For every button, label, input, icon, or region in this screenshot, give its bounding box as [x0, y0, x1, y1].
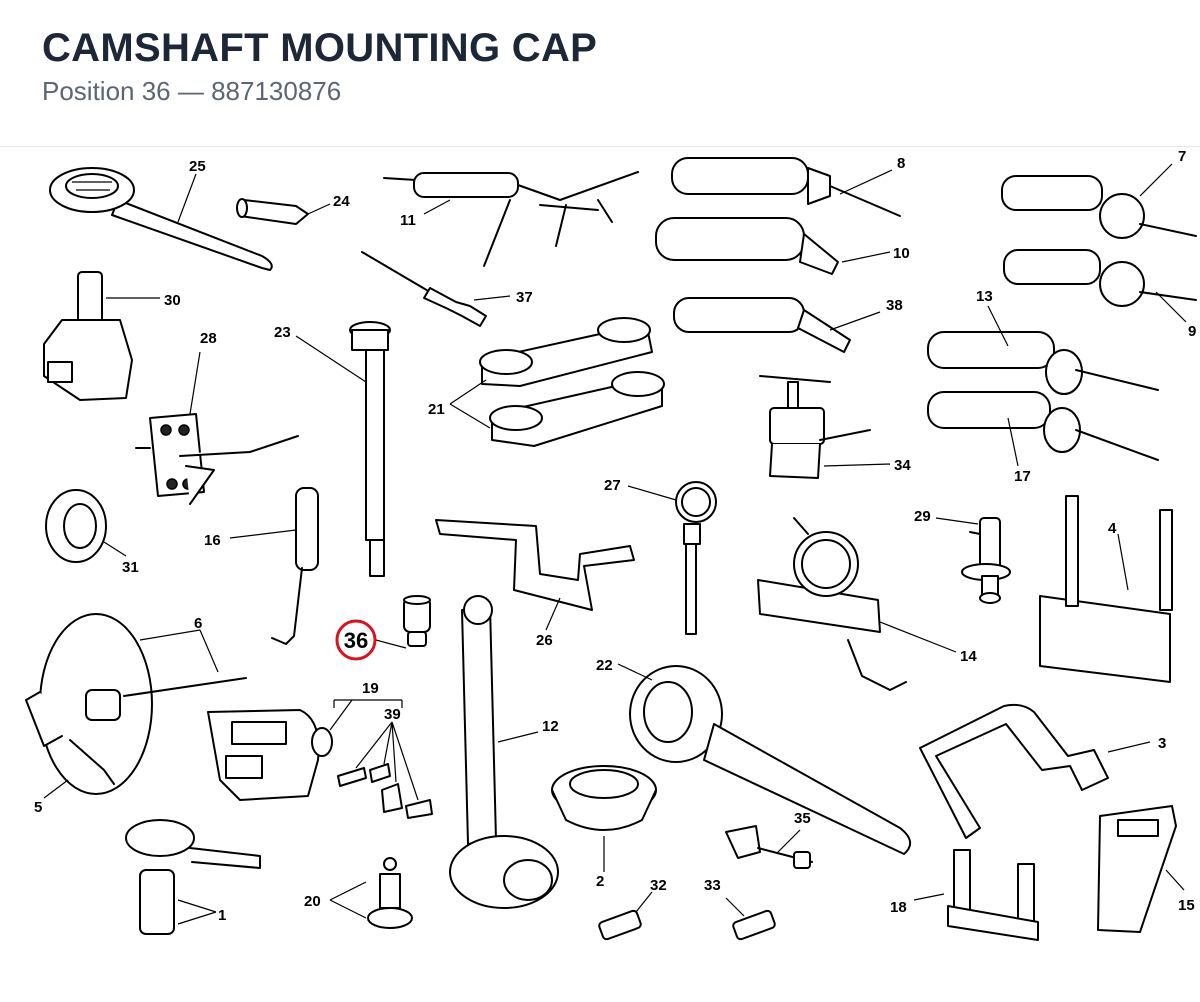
part-11-t-handle-tool[interactable] — [383, 171, 639, 267]
callout-13: 13 — [976, 288, 993, 305]
part-8-long-bar[interactable] — [671, 157, 901, 217]
callout-9: 9 — [1188, 323, 1196, 340]
exploded-parts-diagram: 25 24 11 37 8 10 38 — [25, 148, 1197, 941]
part-27-dial-gauge[interactable] — [675, 481, 717, 635]
part-25-ring-spanner[interactable] — [49, 167, 273, 271]
part-19-gauge-unit[interactable] — [207, 709, 333, 801]
callout-19: 19 — [362, 680, 379, 697]
callout-22: 22 — [596, 657, 613, 674]
callout-1: 1 — [218, 907, 226, 924]
part-15-tester[interactable] — [1097, 805, 1177, 933]
callout-2: 2 — [596, 873, 604, 890]
part-7-drift[interactable] — [1001, 175, 1197, 239]
callout-31: 31 — [122, 559, 139, 576]
part-37-cable-fitting[interactable] — [361, 251, 487, 327]
callout-7: 7 — [1178, 148, 1186, 165]
part-26-bracket[interactable] — [435, 519, 635, 611]
part-3-crank[interactable] — [919, 703, 1109, 839]
part-18-frame[interactable] — [947, 849, 1039, 941]
callout-16: 16 — [204, 532, 221, 549]
part-38-bar[interactable] — [673, 297, 851, 353]
part-12-long-lever[interactable] — [449, 595, 559, 909]
callout-34: 34 — [894, 457, 911, 474]
callout-36-highlight[interactable]: 36 — [335, 619, 377, 661]
part-20-knurled-nut[interactable] — [367, 857, 413, 929]
part-39-small-parts[interactable] — [337, 763, 433, 819]
callout-3: 3 — [1158, 735, 1166, 752]
callout-37: 37 — [516, 289, 533, 306]
callout-15: 15 — [1178, 897, 1195, 914]
callout-39: 39 — [384, 706, 401, 723]
callout-28: 28 — [200, 330, 217, 347]
callout-10: 10 — [893, 245, 910, 262]
part-13-bar[interactable] — [927, 331, 1159, 395]
callout-23: 23 — [274, 324, 291, 341]
callout-35: 35 — [794, 810, 811, 827]
callout-14: 14 — [960, 648, 977, 665]
part-17-bar[interactable] — [927, 391, 1159, 461]
callout-6: 6 — [194, 615, 202, 632]
callout-27: 27 — [604, 477, 621, 494]
part-28-adapter-plate[interactable] — [135, 413, 299, 505]
callout-12: 12 — [542, 718, 559, 735]
part-16-hook-tool[interactable] — [271, 487, 319, 645]
callout-18: 18 — [890, 899, 907, 916]
part-9-drift[interactable] — [1003, 249, 1197, 307]
callout-24: 24 — [333, 193, 350, 210]
callout-26: 26 — [536, 632, 553, 649]
part-2-socket[interactable] — [551, 765, 657, 831]
part-1-spanner-socket[interactable] — [125, 819, 261, 935]
part-30-clamp-tool[interactable] — [43, 271, 133, 401]
callout-17: 17 — [1014, 468, 1031, 485]
part-23-long-rod[interactable] — [349, 321, 391, 577]
part-24-pin[interactable] — [236, 198, 309, 225]
part-36-camshaft-mounting-cap[interactable] — [403, 595, 431, 647]
callout-5: 5 — [34, 799, 42, 816]
part-33-stud[interactable] — [732, 909, 776, 941]
callout-4: 4 — [1108, 520, 1117, 537]
callout-38: 38 — [886, 297, 903, 314]
part-4-block[interactable] — [1039, 495, 1173, 683]
part-21-link-bars[interactable] — [479, 317, 665, 447]
callout-33: 33 — [704, 877, 721, 894]
callout-25: 25 — [189, 158, 206, 175]
part-35-bolt-bracket[interactable] — [725, 825, 813, 869]
part-29-stand[interactable] — [961, 517, 1011, 604]
callout-11: 11 — [400, 212, 416, 229]
callout-32: 32 — [650, 877, 667, 894]
part-31-ring[interactable] — [45, 489, 107, 563]
page-header: CAMSHAFT MOUNTING CAP Position 36 — 8871… — [0, 0, 1200, 147]
part-32-stud[interactable] — [598, 909, 642, 941]
page-title: CAMSHAFT MOUNTING CAP — [42, 26, 598, 70]
callout-30: 30 — [164, 292, 181, 309]
callout-8: 8 — [897, 155, 905, 172]
part-34-puller[interactable] — [759, 375, 871, 479]
part-10-long-bar[interactable] — [655, 217, 839, 275]
callout-20: 20 — [304, 893, 321, 910]
callout-29: 29 — [914, 508, 931, 525]
callout-36: 36 — [344, 628, 368, 653]
part-22-wrench[interactable] — [629, 665, 911, 855]
part-14-gauge-bar[interactable] — [757, 517, 907, 691]
page-subtitle: Position 36 — 887130876 — [42, 76, 342, 106]
part-6-degree-disc[interactable] — [25, 613, 247, 795]
callout-21: 21 — [428, 401, 445, 418]
